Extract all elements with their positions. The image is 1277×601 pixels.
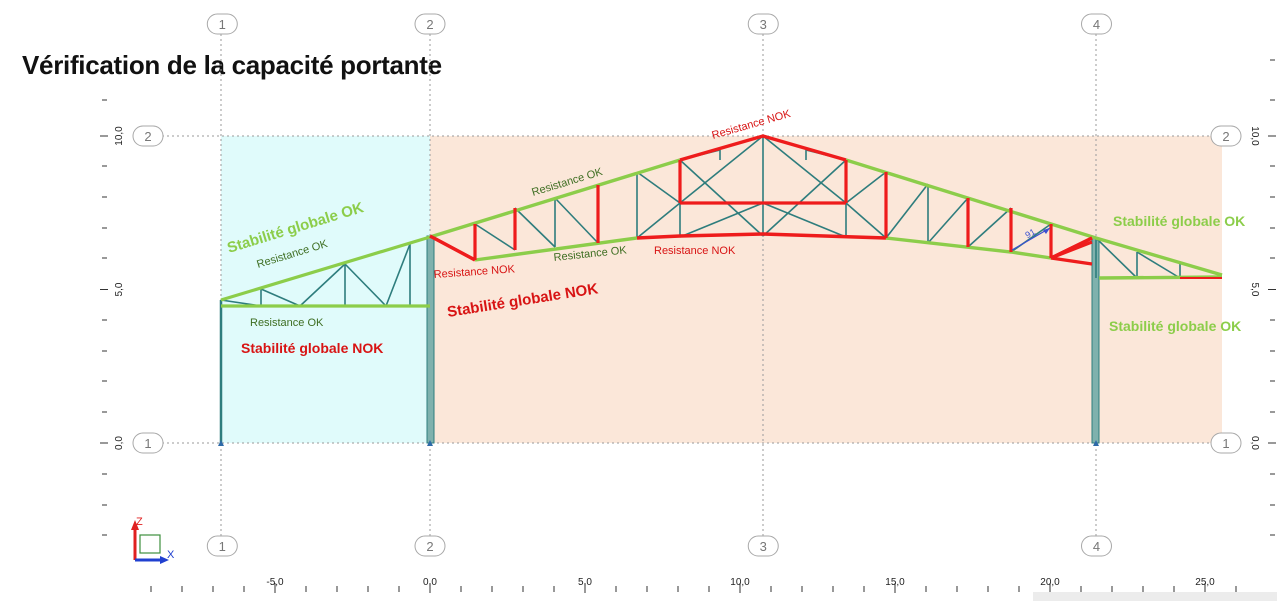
grid-axis-bubbles: 1 1 2 2 3 3 4 4	[206, 13, 1112, 557]
column-axis-2	[426, 235, 435, 444]
axis-triad-icon: Z X	[131, 516, 175, 564]
x-tick-label: 25,0	[1195, 577, 1215, 588]
z-tick-label-right: 10,0	[1249, 126, 1260, 146]
x-tick-label: 5,0	[578, 577, 592, 588]
grid-axis-label: 4	[1093, 17, 1100, 32]
z-tick-labels: 0,0 0,0 5,0 5,0 10,0 10,0	[100, 126, 1276, 450]
level-bubble	[1210, 432, 1242, 454]
x-tick-label: 0,0	[423, 577, 437, 588]
grid-axis-label: 2	[426, 539, 433, 554]
grid-axis-label: 3	[760, 17, 767, 32]
x-tick-label: -5,0	[266, 577, 284, 588]
grid-axis-bubble	[1081, 535, 1112, 557]
x-tick-label: 20,0	[1040, 577, 1060, 588]
label-stab-ok-right-top: Stabilité globale OK	[1113, 213, 1245, 229]
level-label: 2	[144, 129, 151, 144]
level-label: 2	[1222, 129, 1229, 144]
grid-axis-bubble	[747, 13, 779, 35]
label-res-ok-left-bottom: Resistance OK	[250, 317, 324, 329]
label-stab-nok-left: Stabilité globale NOK	[241, 340, 383, 356]
z-tick-label-right: 0,0	[1249, 436, 1260, 450]
x-tick-labels: -5,0 0,0 5,0 10,0 15,0 20,0 25,0	[266, 577, 1215, 588]
label-res-nok-mid-bottom: Resistance NOK	[654, 245, 736, 257]
dimension-marker: 91	[1011, 227, 1051, 251]
x-major-ticks	[274, 583, 1206, 593]
grid-axis-bubble	[414, 13, 446, 35]
level-label: 1	[144, 436, 151, 451]
grid-axis-label: 1	[219, 17, 226, 32]
z-tick-label-left: 5,0	[114, 282, 125, 296]
grid-axis-label: 1	[219, 539, 226, 554]
support-2	[427, 440, 433, 446]
level-bubbles: 1 1 2 2	[132, 125, 1242, 454]
grid-axis-bubble	[747, 535, 779, 557]
grid-axis-bubble	[414, 535, 446, 557]
left-truss-chords	[220, 235, 431, 308]
bottom-ticks	[150, 586, 1237, 592]
left-top-chord	[220, 235, 431, 302]
dimension-label: 91	[1023, 227, 1037, 241]
z-tick-label-left: 0,0	[114, 436, 125, 450]
side-ticks	[102, 59, 1275, 536]
grid-axis-label: 3	[760, 539, 767, 554]
support-1	[218, 440, 224, 446]
level-bubble	[132, 125, 164, 147]
axis-z-label: Z	[136, 516, 143, 528]
bottom-right-panel	[1033, 592, 1277, 601]
grid-axis-bubble	[206, 13, 238, 35]
main-top-chord	[429, 134, 1223, 277]
x-tick-label: 15,0	[885, 577, 905, 588]
axis-x-label: X	[167, 549, 175, 561]
grid-axis-bubble	[206, 535, 238, 557]
label-stab-ok-right-bottom: Stabilité globale OK	[1109, 318, 1241, 334]
x-tick-label: 10,0	[730, 577, 750, 588]
failed-members	[433, 160, 1093, 262]
level-bubble	[1210, 125, 1242, 147]
supports	[218, 440, 1099, 446]
level-bubble	[132, 432, 164, 454]
grid-axis-label: 2	[426, 17, 433, 32]
support-4	[1093, 440, 1099, 446]
z-tick-label-left: 10,0	[114, 126, 125, 146]
grid-axis-label: 4	[1093, 539, 1100, 554]
grid-axis-bubble	[1081, 13, 1112, 35]
level-label: 1	[1222, 436, 1229, 451]
label-res-nok-left-node: Resistance NOK	[433, 263, 516, 281]
page-title: Vérification de la capacité portante	[22, 50, 442, 80]
z-tick-label-right: 5,0	[1249, 283, 1260, 297]
